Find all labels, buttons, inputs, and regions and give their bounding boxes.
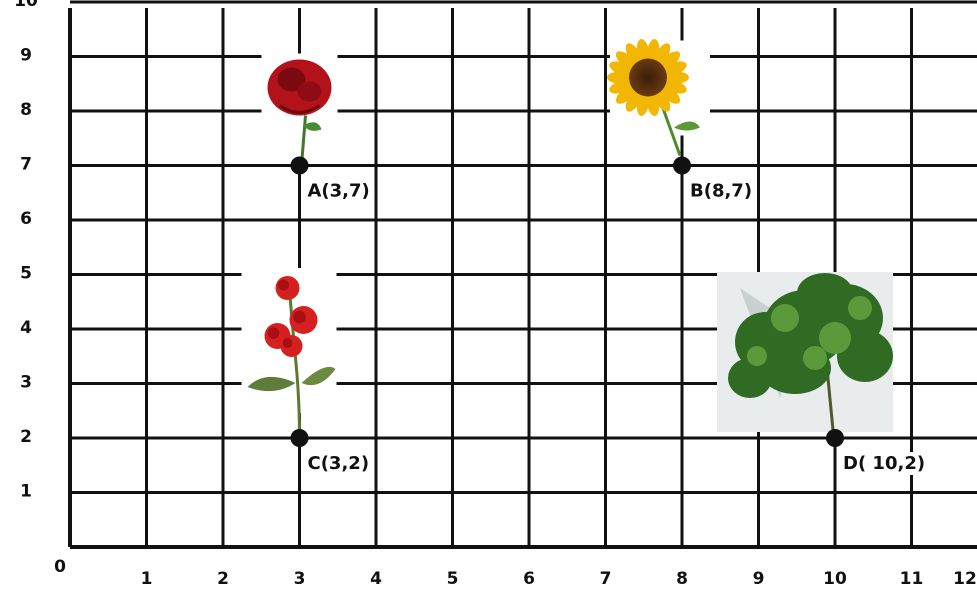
- flower-images: [242, 38, 894, 438]
- point-label: A(3,7): [308, 181, 370, 202]
- sunflower-icon: [607, 38, 710, 155]
- y-tick-label: 10: [14, 0, 38, 11]
- x-tick-label: 3: [294, 569, 306, 589]
- point-label: C(3,2): [308, 453, 370, 474]
- x-tick-label: 7: [600, 569, 612, 589]
- y-tick-label: 9: [20, 46, 32, 66]
- y-tick-label: 6: [20, 209, 32, 229]
- foliage-highlight: [771, 304, 799, 332]
- point-marker: [291, 429, 309, 447]
- point-marker: [826, 429, 844, 447]
- green-shrub-icon: [717, 272, 893, 432]
- foliage: [728, 358, 772, 398]
- red-flower-sprig-icon: [242, 268, 337, 438]
- x-tick-label: 11: [900, 569, 924, 589]
- x-tick-label: 10: [823, 569, 847, 589]
- red-blossom-shade: [283, 338, 293, 348]
- x-tick-label: 9: [753, 569, 765, 589]
- rose-petal: [298, 82, 322, 102]
- point-marker: [291, 157, 309, 175]
- x-tick-label: 4: [370, 569, 382, 589]
- y-tick-label: 4: [20, 318, 32, 338]
- red-blossom-shade: [293, 311, 306, 324]
- x-tick-label: 1: [141, 569, 153, 589]
- red-rose-icon: [262, 54, 338, 166]
- red-blossom-shade: [278, 280, 289, 291]
- x-tick-label: 2: [217, 569, 229, 589]
- y-tick-label: 8: [20, 100, 32, 120]
- foliage-highlight: [747, 346, 767, 366]
- foliage: [797, 273, 853, 313]
- y-tick-label: 1: [20, 482, 32, 502]
- foliage-highlight: [848, 296, 872, 320]
- y-tick-label: 5: [20, 264, 32, 284]
- x-tick-label: 0: [54, 557, 66, 577]
- y-tick-label: 7: [20, 155, 32, 175]
- point-marker: [673, 157, 691, 175]
- x-tick-label: 8: [676, 569, 688, 589]
- foliage-highlight: [803, 346, 827, 370]
- sunflower-center: [629, 59, 667, 97]
- point-label: D( 10,2): [843, 453, 925, 474]
- y-tick-label: 2: [20, 427, 32, 447]
- x-tick-label: 12: [953, 569, 977, 589]
- red-blossom-shade: [268, 327, 280, 339]
- foliage-highlight: [819, 322, 851, 354]
- point-label: B(8,7): [690, 181, 752, 202]
- x-tick-label: 6: [523, 569, 535, 589]
- y-tick-label: 3: [20, 373, 32, 393]
- x-tick-label: 5: [447, 569, 459, 589]
